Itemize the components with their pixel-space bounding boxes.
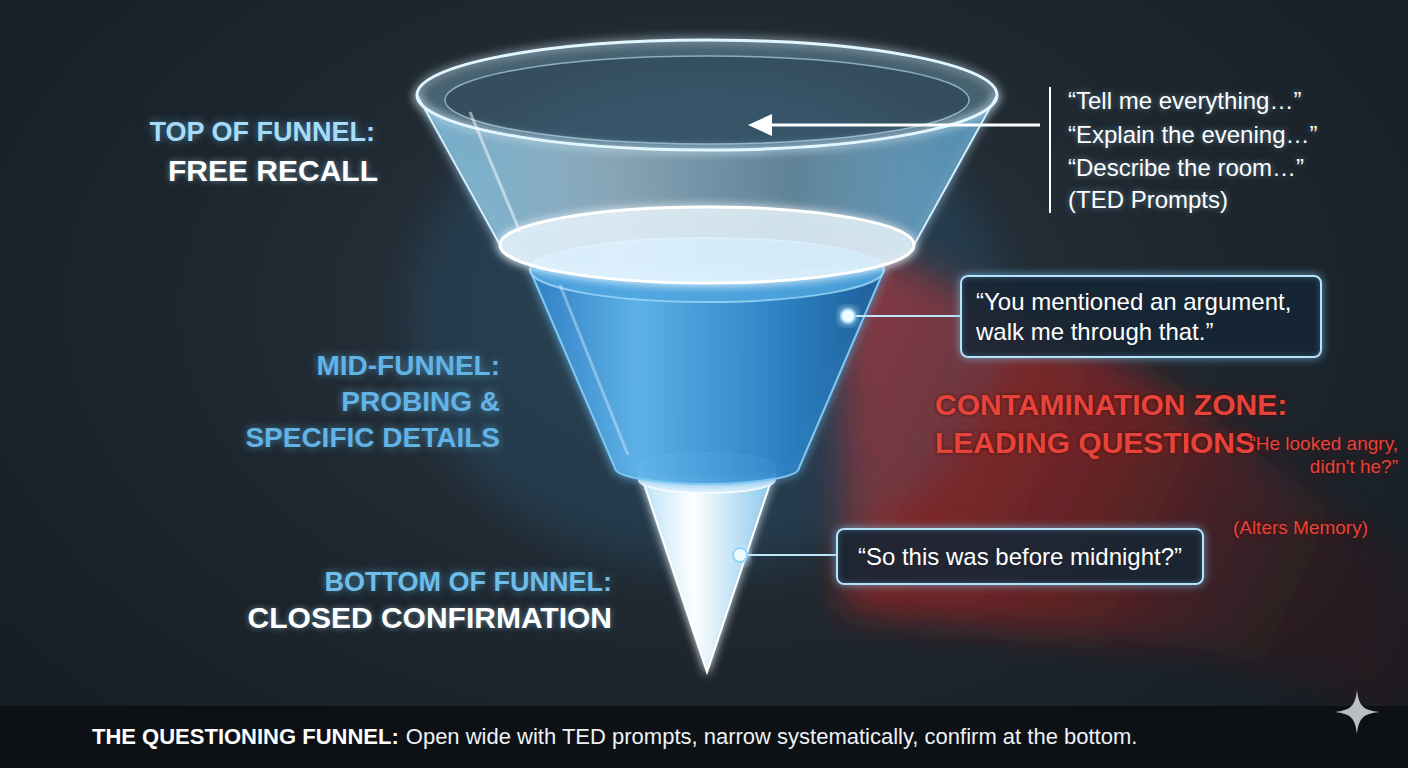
stage-name: PROBING & SPECIFIC DETAILS [220, 384, 500, 456]
pointer-arrow [766, 124, 1040, 127]
caption-text: Open wide with TED prompts, narrow syste… [406, 723, 1138, 751]
prompt-bar [1049, 87, 1051, 213]
zone-heading: CONTAMINATION ZONE: [935, 388, 1395, 423]
prompt-quote: “Tell me everything…” [1068, 87, 1398, 115]
stage-heading: BOTTOM OF FUNNEL: [192, 567, 612, 598]
highlight-streak [560, 285, 628, 455]
sparkle-watermark [1335, 690, 1379, 734]
funnel-inner-rim [445, 56, 969, 144]
funnel-top-rim [417, 40, 997, 150]
funnel-ring [500, 207, 914, 283]
leader-dot [841, 309, 855, 323]
zone-name: LEADING QUESTIONS [935, 426, 1265, 461]
stage-heading: TOP OF FUNNEL: [15, 117, 375, 148]
callout-box: “So this was before midnight?” [836, 528, 1204, 585]
prompt-quote: “Explain the evening…” [1068, 121, 1398, 149]
caption-band: THE QUESTIONING FUNNEL:Open wide with TE… [0, 706, 1408, 768]
prompt-quote: “Describe the room…” [1068, 154, 1398, 182]
highlight-streak [470, 112, 520, 232]
callout-text: “You mentioned an argument, walk me thro… [976, 287, 1306, 347]
leader-dot [733, 548, 747, 562]
arrow-head [748, 114, 772, 136]
example-quote: “He looked angry, didn't he?” [1238, 432, 1398, 478]
stage-name: FREE RECALL [18, 154, 378, 189]
leader-line [848, 315, 960, 317]
stage-name: CLOSED CONFIRMATION [152, 601, 612, 636]
callout-text: “So this was before midnight?” [858, 542, 1182, 572]
leader-line [740, 554, 836, 556]
funnel-tip [642, 478, 772, 672]
callout-box: “You mentioned an argument, walk me thro… [960, 275, 1322, 358]
caption-heading: THE QUESTIONING FUNNEL: [92, 723, 399, 751]
prompt-note: (TED Prompts) [1068, 186, 1398, 214]
stage-heading: MID-FUNNEL: [200, 350, 500, 382]
